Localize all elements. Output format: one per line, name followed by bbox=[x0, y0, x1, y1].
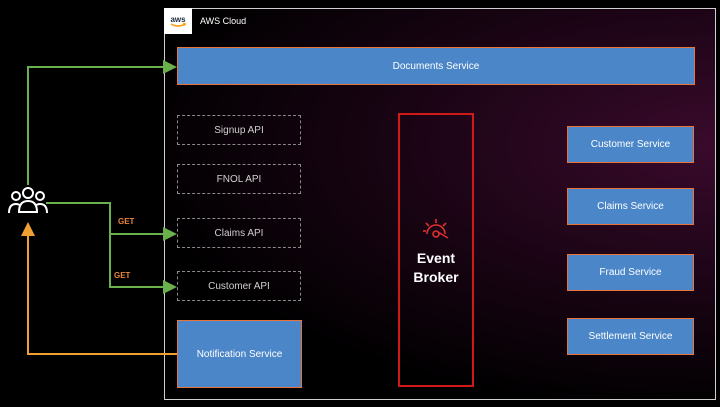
customer-api[interactable]: Customer API bbox=[177, 271, 301, 301]
users-icon bbox=[8, 184, 48, 225]
arrow-user-to-customer-api bbox=[109, 234, 177, 294]
claims-service[interactable]: Claims Service bbox=[567, 188, 694, 225]
event-broker-icon bbox=[421, 214, 451, 245]
customer-service[interactable]: Customer Service bbox=[567, 126, 694, 163]
arrow-user-to-claims-api bbox=[46, 202, 177, 241]
arrow-user-to-documents bbox=[27, 60, 177, 185]
aws-logo-icon: aws bbox=[164, 8, 192, 34]
notification-service[interactable]: Notification Service bbox=[177, 320, 302, 388]
get-request-label: GET bbox=[118, 217, 135, 226]
get-request-label: GET bbox=[114, 271, 131, 280]
documents-service[interactable]: Documents Service bbox=[177, 47, 695, 85]
settlement-service[interactable]: Settlement Service bbox=[567, 318, 694, 355]
svg-text:aws: aws bbox=[170, 15, 186, 24]
aws-cloud-label: AWS Cloud bbox=[200, 16, 247, 26]
fraud-service[interactable]: Fraud Service bbox=[567, 254, 694, 291]
fnol-api[interactable]: FNOL API bbox=[177, 164, 301, 194]
event-broker[interactable]: Event Broker bbox=[398, 113, 474, 387]
arrow-notification-to-user bbox=[21, 222, 178, 355]
signup-api[interactable]: Signup API bbox=[177, 115, 301, 145]
claims-api[interactable]: Claims API bbox=[177, 218, 301, 248]
event-broker-label: Event Broker bbox=[413, 249, 459, 285]
